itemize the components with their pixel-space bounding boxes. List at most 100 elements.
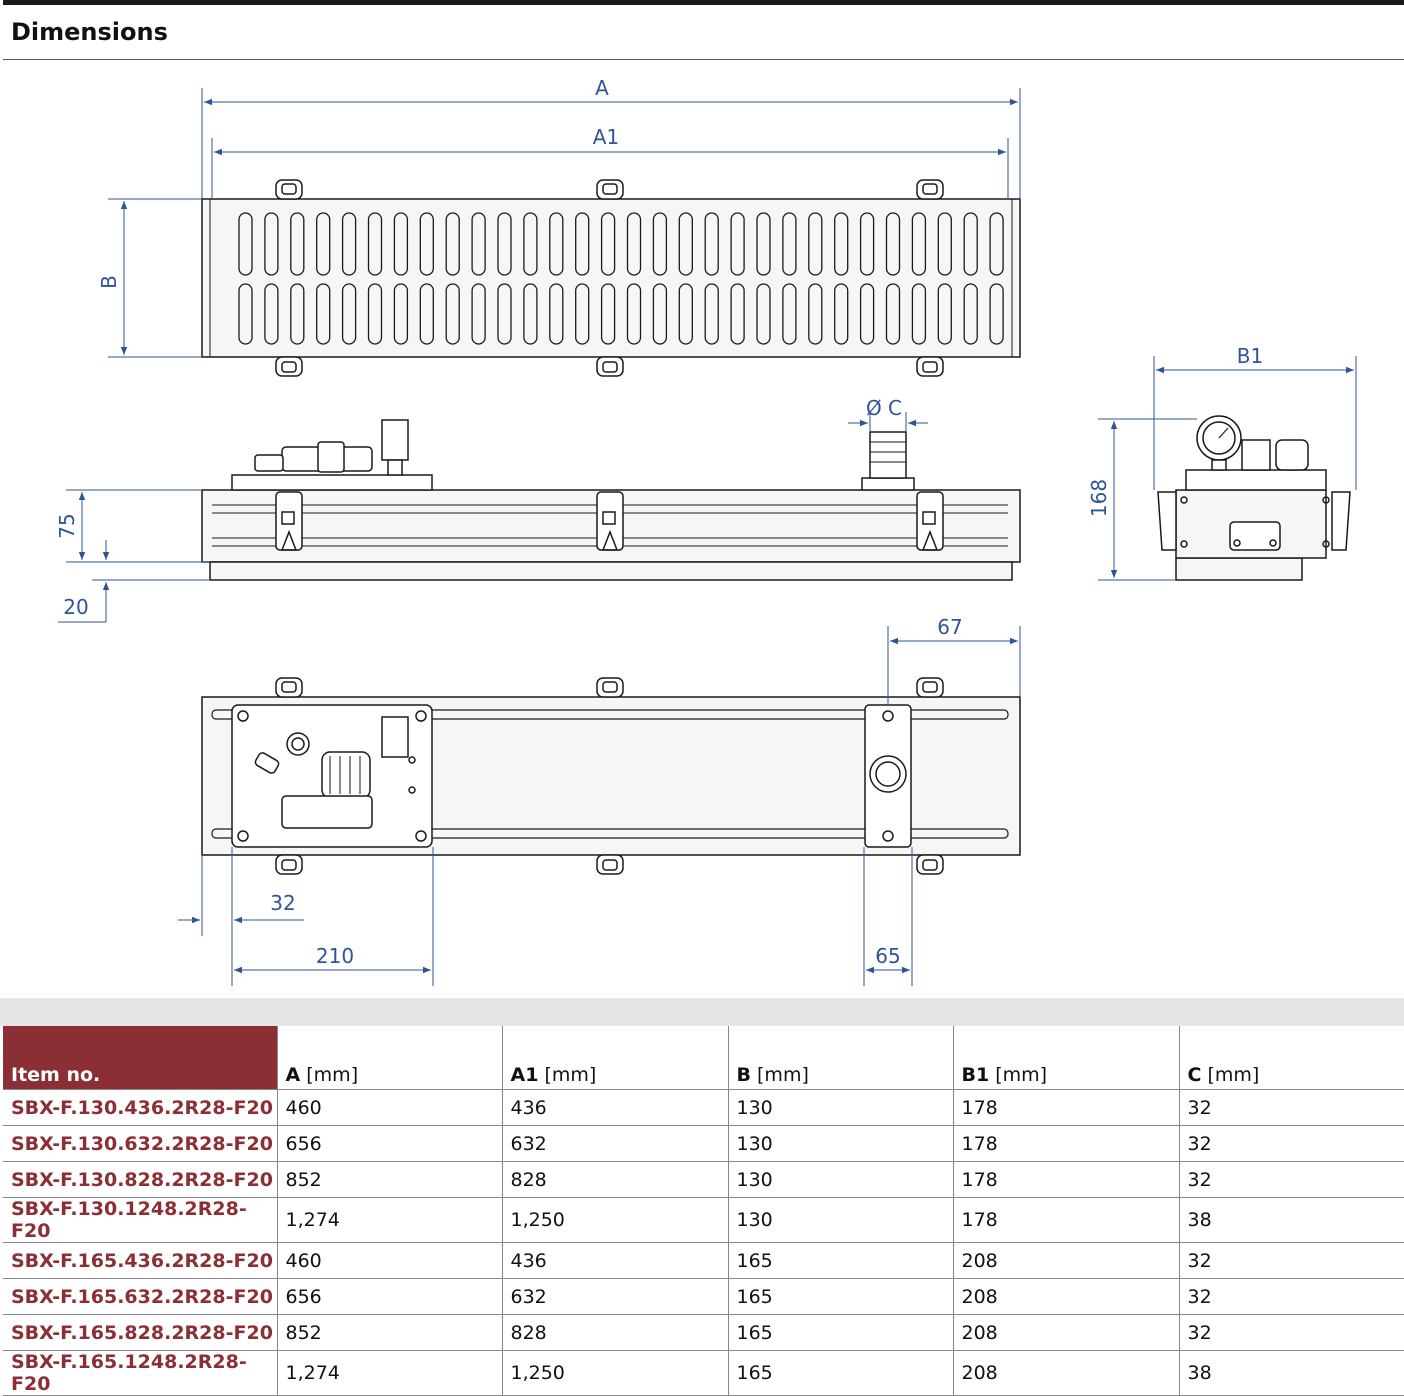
cell-value: 828 <box>501 1161 728 1198</box>
front-clamp-middle <box>596 491 624 551</box>
label-b1: B1 <box>1237 344 1263 368</box>
vent-slot <box>549 212 564 276</box>
label-32: 32 <box>270 891 295 915</box>
vent-slot <box>911 212 927 276</box>
cell-value: 460 <box>276 1089 502 1126</box>
cell-value: 436 <box>501 1089 728 1126</box>
vent-slot <box>652 283 668 345</box>
cell-value: 130 <box>727 1089 953 1126</box>
cell-value: 130 <box>727 1161 953 1198</box>
header-item-no: Item no. <box>3 1026 277 1090</box>
vent-slot <box>264 283 279 345</box>
vent-slot <box>782 283 797 345</box>
cell-value: 852 <box>276 1161 502 1198</box>
dimension-20 <box>58 540 210 623</box>
cell-item-no: SBX-F.165.828.2R28-F20 <box>3 1314 277 1351</box>
vent-slot <box>600 283 616 345</box>
clamp-bottom-left <box>275 356 303 377</box>
vent-slot <box>756 212 771 276</box>
vent-slot <box>704 283 719 345</box>
clamp-top-right <box>916 179 944 200</box>
title-divider <box>3 59 1404 60</box>
vent-slot <box>393 283 409 345</box>
vent-slot <box>937 212 952 276</box>
vent-slot <box>756 283 771 345</box>
vent-slot <box>678 283 693 345</box>
label-a: A <box>595 76 609 100</box>
cell-value: 460 <box>276 1242 502 1279</box>
label-75: 75 <box>55 513 79 538</box>
dimension-a1 <box>211 138 1009 199</box>
vent-slot <box>471 212 486 276</box>
vent-slot <box>393 212 409 276</box>
dimension-65 <box>863 847 913 986</box>
clamp-bottom-right <box>916 356 944 377</box>
vent-slot <box>264 212 279 276</box>
dimension-67 <box>887 626 1021 705</box>
vent-slot <box>989 212 1004 276</box>
label-65: 65 <box>875 944 900 968</box>
vent-slot <box>808 283 823 345</box>
vent-slot <box>497 283 512 345</box>
dimension-75 <box>66 489 210 563</box>
cell-value: 1,274 <box>276 1197 502 1243</box>
cell-value: 32 <box>1178 1278 1404 1315</box>
cell-value: 165 <box>727 1314 953 1351</box>
vent-slot <box>341 283 357 345</box>
vent-slot <box>575 212 590 276</box>
vent-slot <box>316 283 331 345</box>
vent-slot <box>445 212 460 276</box>
vent-slot <box>885 283 901 345</box>
dimension-a <box>201 88 1021 199</box>
vent-slot <box>963 283 978 345</box>
vent-slot <box>782 212 797 276</box>
vent-slot <box>549 283 564 345</box>
dimension-c <box>848 412 928 432</box>
cell-item-no: SBX-F.130.1248.2R28-F20 <box>3 1197 277 1243</box>
label-168: 168 <box>1087 479 1111 517</box>
clamp-top-left <box>275 179 303 200</box>
fitting-c <box>869 431 907 479</box>
vent-slot <box>445 283 460 345</box>
cell-value: 32 <box>1178 1242 1404 1279</box>
vent-slot <box>678 212 693 276</box>
front-view <box>201 419 1021 581</box>
clamp-bottom-middle <box>596 356 624 377</box>
vent-slot <box>341 212 357 276</box>
cell-value: 208 <box>952 1242 1179 1279</box>
vent-slot <box>989 283 1004 345</box>
header-b1: B1 [mm] <box>952 1026 1179 1090</box>
cell-item-no: SBX-F.130.828.2R28-F20 <box>3 1161 277 1198</box>
vent-slot <box>834 283 849 345</box>
cell-value: 208 <box>952 1278 1179 1315</box>
vent-slot <box>626 283 642 345</box>
vent-slot <box>471 283 486 345</box>
vent-slot <box>911 283 927 345</box>
top-view <box>201 179 1021 377</box>
vent-slot <box>808 212 823 276</box>
vent-slot <box>523 212 538 276</box>
vent-slot <box>834 212 849 276</box>
dimension-b1 <box>1153 356 1357 490</box>
vent-slot <box>937 283 952 345</box>
cell-value: 828 <box>501 1314 728 1351</box>
header-c: C [mm] <box>1178 1026 1404 1090</box>
cell-value: 178 <box>952 1161 1179 1198</box>
vent-slot <box>652 212 668 276</box>
slot-row-upper <box>238 212 1004 276</box>
cell-item-no: SBX-F.130.436.2R28-F20 <box>3 1089 277 1126</box>
vent-slot <box>523 283 538 345</box>
cell-value: 165 <box>727 1242 953 1279</box>
cell-value: 130 <box>727 1125 953 1162</box>
cell-value: 178 <box>952 1197 1179 1243</box>
cell-value: 32 <box>1178 1161 1404 1198</box>
vent-slot <box>238 283 253 345</box>
cell-value: 1,274 <box>276 1350 502 1396</box>
cell-value: 632 <box>501 1278 728 1315</box>
vent-slot <box>367 283 383 345</box>
